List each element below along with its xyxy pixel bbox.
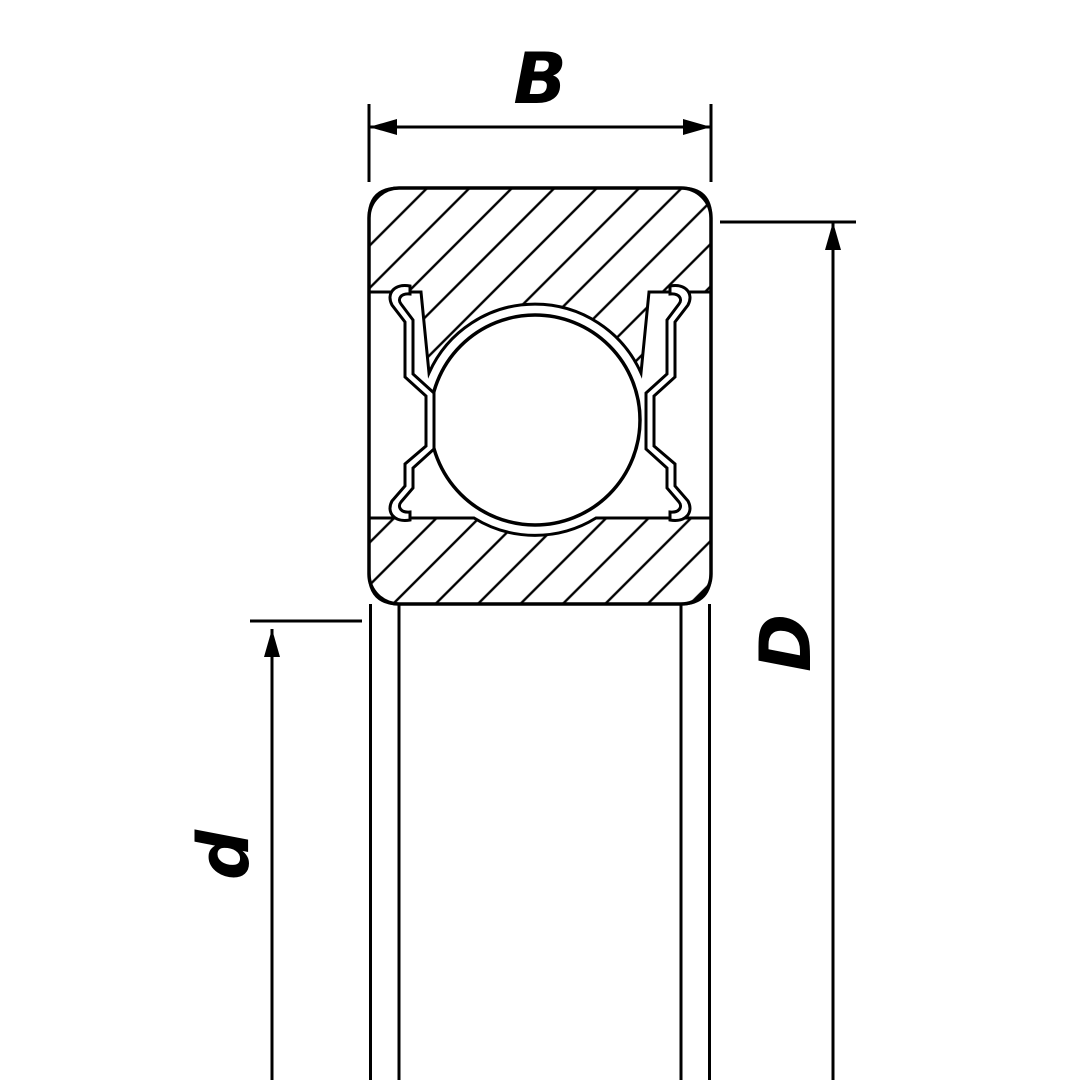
inner-ring-section	[367, 516, 713, 606]
drawing-root	[250, 104, 856, 1080]
dim-d-arrow	[264, 629, 280, 657]
label-width-B: B	[513, 38, 566, 120]
bearing-outline	[367, 186, 713, 606]
label-bore-diameter-d: d	[183, 829, 265, 880]
label-outer-diameter-D: D	[745, 614, 827, 672]
dim-b-arrow-right	[683, 119, 711, 135]
seal-right	[644, 283, 692, 523]
dim-D-arrow	[825, 222, 841, 250]
ball	[428, 313, 642, 527]
seal-left	[388, 284, 436, 522]
dim-b-arrow-left	[369, 119, 397, 135]
